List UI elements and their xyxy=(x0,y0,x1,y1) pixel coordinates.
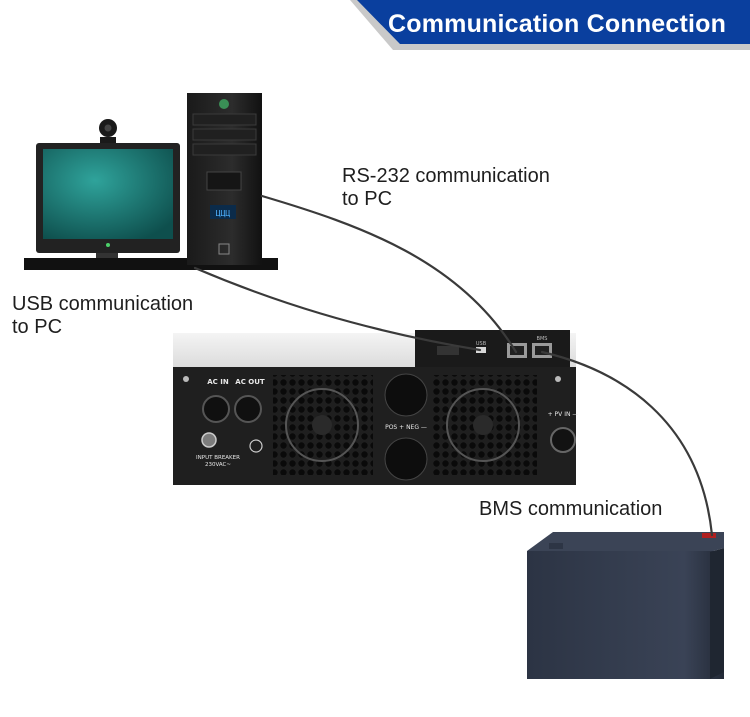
cables xyxy=(193,194,714,537)
inverter: USB BMS AC IN AC OUT INPUT BREAKER 230VA… xyxy=(173,330,578,485)
fan-left-hub-icon xyxy=(312,415,332,435)
fan-right-icon xyxy=(446,388,520,462)
battery-terminal-pos-icon xyxy=(384,373,428,417)
bms-port-inner xyxy=(535,346,549,355)
usb-label-line-2: to PC xyxy=(12,316,63,338)
screw-right-icon xyxy=(555,376,561,382)
tower-ports xyxy=(206,171,242,191)
ground-icon xyxy=(249,439,263,453)
pv-in-label: + PV IN — xyxy=(548,411,579,418)
ac-out-connector-icon xyxy=(234,395,262,423)
ac-in-label: AC IN xyxy=(207,378,229,386)
bms-cable xyxy=(540,350,714,537)
battery-terminal-neg-icon xyxy=(384,437,428,481)
monitor-stand xyxy=(96,253,118,259)
battery-top xyxy=(527,532,724,552)
ac-in-connector-icon xyxy=(202,395,230,423)
usb-port-label: USB xyxy=(476,341,487,347)
comm-terminals xyxy=(437,346,459,355)
power-led-icon xyxy=(106,243,110,247)
breaker-label-2: 230VAC~ xyxy=(205,462,231,468)
battery-side xyxy=(710,548,724,679)
breaker-label-1: INPUT BREAKER xyxy=(196,455,240,461)
bms-port-label: BMS xyxy=(537,336,548,342)
usb-cable xyxy=(193,266,482,352)
pv-connector-icon xyxy=(550,427,576,453)
usb-label: USB communication to PC xyxy=(12,293,193,339)
screw-left-icon xyxy=(183,376,189,382)
fan-left-icon xyxy=(285,388,359,462)
usb-label-line-1: USB communication xyxy=(12,293,194,315)
input-breaker-icon xyxy=(201,432,217,448)
battery-terminal-pos-tab-icon xyxy=(702,533,716,538)
ac-out-label: AC OUT xyxy=(235,378,265,386)
webcam-base xyxy=(100,137,116,143)
rs232-label-line-2: to PC xyxy=(342,188,393,210)
tower-logo-icon xyxy=(218,243,230,255)
battery xyxy=(527,532,724,679)
rs232-cable xyxy=(260,194,518,354)
drive-bay-3 xyxy=(192,143,257,156)
page-title: Communication Connection xyxy=(388,10,727,38)
pos-neg-label: POS + NEG — xyxy=(385,424,427,431)
drive-bay-2 xyxy=(192,128,257,141)
webcam-lens-icon xyxy=(104,124,112,132)
drive-bay-1 xyxy=(192,113,257,126)
banner-fill xyxy=(357,0,750,44)
rs232-port-inner xyxy=(510,346,524,355)
pc-tower: ЦЦЦ xyxy=(187,93,262,265)
monitor-screen xyxy=(43,149,173,239)
battery-terminal-icon xyxy=(549,543,563,549)
rs232-label-line-1: RS-232 communication xyxy=(342,165,550,187)
rs232-label: RS-232 communication to PC xyxy=(342,165,550,211)
tower-display-text: ЦЦЦ xyxy=(216,209,231,218)
tower-power-button-icon xyxy=(219,99,229,109)
fan-right-hub-icon xyxy=(473,415,493,435)
battery-body xyxy=(527,551,724,679)
pc-monitor xyxy=(36,119,180,264)
title-banner xyxy=(350,0,750,50)
tower-display xyxy=(210,205,236,219)
bms-label: BMS communication xyxy=(479,498,663,520)
